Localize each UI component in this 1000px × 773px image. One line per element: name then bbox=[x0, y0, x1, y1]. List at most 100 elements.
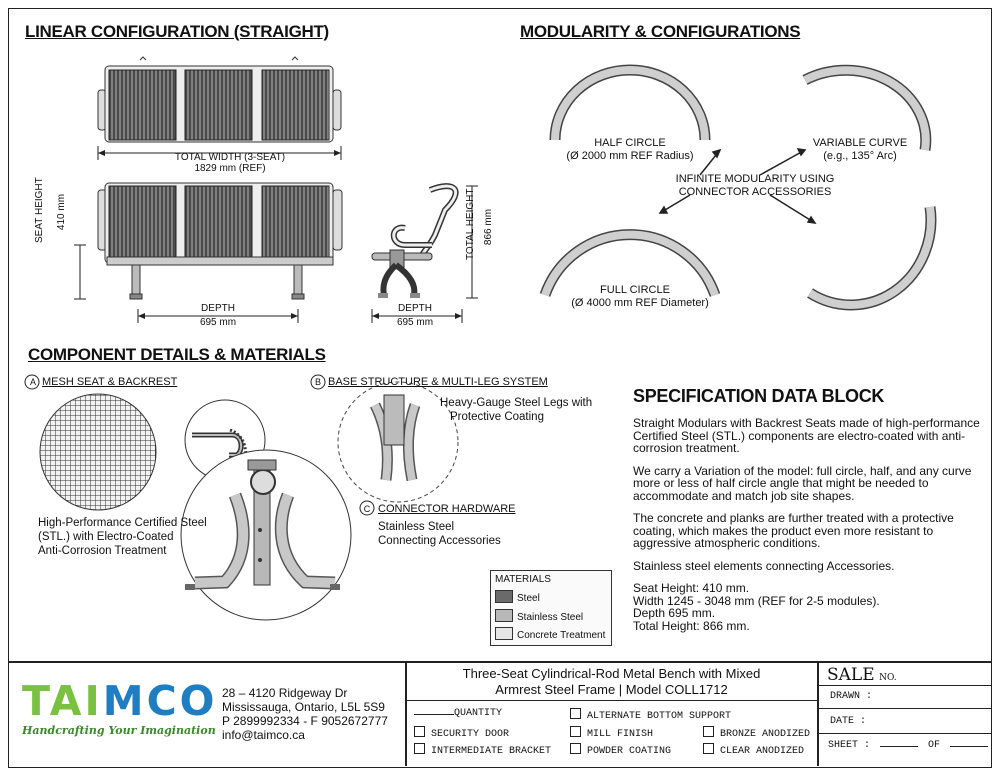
intermediate-bracket-label: INTERMEDIATE BRACKET bbox=[431, 746, 552, 757]
bench-front-view bbox=[97, 182, 343, 300]
spec-text-block: Straight Modulars with Backrest Seats ma… bbox=[633, 417, 983, 632]
logo-tagline: Handcrafting Your Imagination bbox=[22, 724, 216, 737]
quantity-field[interactable]: QUANTITY bbox=[414, 708, 502, 719]
modularity-title: MODULARITY & CONFIGURATIONS bbox=[520, 22, 801, 41]
bench-top-view bbox=[97, 56, 342, 143]
steel-swatch bbox=[495, 590, 513, 603]
full-circle-sublabel: (Ø 4000 mm REF Diameter) bbox=[571, 297, 709, 309]
mill-finish-option[interactable]: MILL FINISH bbox=[570, 726, 653, 740]
total-width-label: TOTAL WIDTH (3-SEAT) bbox=[174, 152, 286, 163]
sale-number-field[interactable]: SALE NO. bbox=[827, 665, 897, 685]
component-details-drawing bbox=[24, 374, 459, 621]
alternate-bottom-support-option[interactable]: ALTERNATE BOTTOM SUPPORT bbox=[570, 708, 731, 722]
mill-finish-label: MILL FINISH bbox=[587, 729, 654, 740]
spec-total-height: Total Height: 866 mm. bbox=[633, 618, 750, 633]
product-title-line-1: Three-Seat Cylindrical-Rod Metal Bench w… bbox=[462, 666, 761, 681]
bronze-anodized-option[interactable]: BRONZE ANODIZED bbox=[703, 726, 810, 740]
clear-anodized-option[interactable]: CLEAR ANODIZED bbox=[703, 743, 804, 757]
mesh-detail-circle bbox=[39, 393, 157, 511]
bronze-anodized-label: BRONZE ANODIZED bbox=[720, 729, 811, 740]
half-circle-sublabel: (Ø 2000 mm REF Radius) bbox=[566, 150, 694, 162]
linear-config-title: LINEAR CONFIGURATION (STRAIGHT) bbox=[25, 22, 329, 41]
seat-height-dimension bbox=[74, 244, 86, 300]
depth-dimension-front bbox=[137, 309, 299, 323]
sheet-border bbox=[8, 8, 992, 768]
powder-coating-label: POWDER COATING bbox=[587, 746, 672, 757]
total-height-dimension bbox=[466, 185, 478, 299]
spec-paragraph-2: We carry a Variation of the model: full … bbox=[633, 463, 972, 503]
powder-coating-option[interactable]: POWDER COATING bbox=[570, 743, 671, 757]
product-title: Three-Seat Cylindrical-Rod Metal Bench w… bbox=[406, 666, 817, 698]
seat-height-value: 410 mm bbox=[56, 192, 68, 232]
seat-height-label: SEAT HEIGHT bbox=[34, 177, 46, 243]
email-link[interactable]: info@taimco.ca bbox=[222, 728, 305, 742]
marker-a bbox=[24, 374, 40, 390]
clear-anodized-checkbox[interactable] bbox=[703, 743, 714, 754]
modularity-drawing bbox=[539, 64, 937, 311]
intermediate-bracket-option[interactable]: INTERMEDIATE BRACKET bbox=[414, 743, 551, 757]
of-label: OF bbox=[928, 740, 941, 751]
modularity-center-line2: CONNECTOR ACCESSORIES bbox=[678, 186, 832, 198]
depth-label-front: DEPTH bbox=[201, 303, 235, 314]
seat-height-value-text: 410 mm bbox=[56, 193, 67, 231]
powder-coating-checkbox[interactable] bbox=[570, 743, 581, 754]
mill-finish-checkbox[interactable] bbox=[570, 726, 581, 737]
intermediate-bracket-checkbox[interactable] bbox=[414, 743, 425, 754]
base-structure-title: BASE STRUCTURE & MULTI-LEG SYSTEM bbox=[328, 376, 548, 388]
sheet-field[interactable]: SHEET : OF bbox=[828, 740, 989, 751]
security-door-checkbox[interactable] bbox=[414, 726, 425, 737]
logo-text-green: TAI bbox=[22, 677, 103, 725]
spec-depth: Depth 695 mm. bbox=[633, 606, 716, 620]
stainless-legend-label: Stainless Steel bbox=[517, 612, 584, 623]
marker-b-letter: B bbox=[314, 377, 321, 387]
spec-title: SPECIFICATION DATA BLOCK bbox=[633, 386, 885, 406]
mesh-desc-line2: (STL.) with Electro-Coated bbox=[38, 531, 174, 543]
total-height-value: 866 mm bbox=[483, 202, 495, 252]
spec-paragraph-4: Stainless steel elements connecting Acce… bbox=[633, 558, 895, 573]
total-width-dimension bbox=[97, 146, 342, 160]
variable-curve-arc-lower bbox=[807, 206, 937, 311]
spec-seat-height: Seat Height: 410 mm. bbox=[633, 581, 750, 595]
connector-title: CONNECTOR HARDWARE bbox=[378, 503, 516, 515]
title-block-date-line bbox=[817, 733, 991, 734]
depth-label-side: DEPTH bbox=[398, 303, 432, 314]
title-block-divider-2 bbox=[817, 661, 819, 766]
materials-legend: MATERIALS Steel Stainless Steel Concrete… bbox=[490, 570, 612, 646]
materials-legend-title: MATERIALS bbox=[495, 574, 551, 585]
mesh-desc-line3: Anti-Corrosion Treatment bbox=[38, 545, 167, 557]
stainless-swatch bbox=[495, 609, 513, 622]
address-line-2: Mississauga, Ontario, L5L 5S9 bbox=[222, 700, 385, 714]
spec-paragraph-3: The concrete and planks are further trea… bbox=[633, 511, 954, 550]
sale-no-label: NO. bbox=[879, 673, 897, 683]
marker-b bbox=[310, 374, 326, 390]
half-circle-label: HALF CIRCLE bbox=[594, 137, 666, 149]
security-door-option[interactable]: SECURITY DOOR bbox=[414, 726, 509, 740]
phone-fax: P 2899992334 - F 9052672777 bbox=[222, 714, 388, 728]
bronze-anodized-checkbox[interactable] bbox=[703, 726, 714, 737]
depth-dimension-side bbox=[371, 309, 463, 323]
company-address: 28 – 4120 Ridgeway Dr Mississauga, Ontar… bbox=[222, 686, 388, 742]
clear-anodized-label: CLEAR ANODIZED bbox=[720, 746, 805, 757]
modularity-center-line1: INFINITE MODULARITY USING bbox=[675, 173, 835, 185]
bench-side-view bbox=[371, 183, 459, 298]
product-title-line-2: Armrest Steel Frame | Model COLL1712 bbox=[495, 682, 728, 697]
drawn-field[interactable]: DRAWN : bbox=[830, 691, 873, 702]
components-title: COMPONENT DETAILS & MATERIALS bbox=[28, 345, 326, 364]
variable-curve-label: VARIABLE CURVE bbox=[812, 137, 908, 149]
address-line-1: 28 – 4120 Ridgeway Dr bbox=[222, 686, 348, 700]
concrete-legend-label: Concrete Treatment bbox=[517, 630, 606, 641]
quantity-label: QUANTITY bbox=[454, 708, 503, 719]
logo-wordmark: TAIMCO bbox=[22, 677, 215, 725]
sheet-label: SHEET : bbox=[828, 740, 871, 751]
depth-value-front: 695 mm bbox=[199, 317, 237, 328]
half-circle-arc bbox=[549, 64, 711, 141]
steel-legend-label: Steel bbox=[517, 593, 540, 604]
date-field[interactable]: DATE : bbox=[830, 716, 867, 727]
alternate-bottom-support-checkbox[interactable] bbox=[570, 708, 581, 719]
title-block-product-line bbox=[405, 700, 818, 701]
sale-label: SALE bbox=[827, 665, 875, 685]
materials-legend-row: Stainless Steel bbox=[495, 609, 583, 623]
title-block-sale-line bbox=[817, 685, 991, 686]
title-block-top-line bbox=[8, 661, 991, 663]
